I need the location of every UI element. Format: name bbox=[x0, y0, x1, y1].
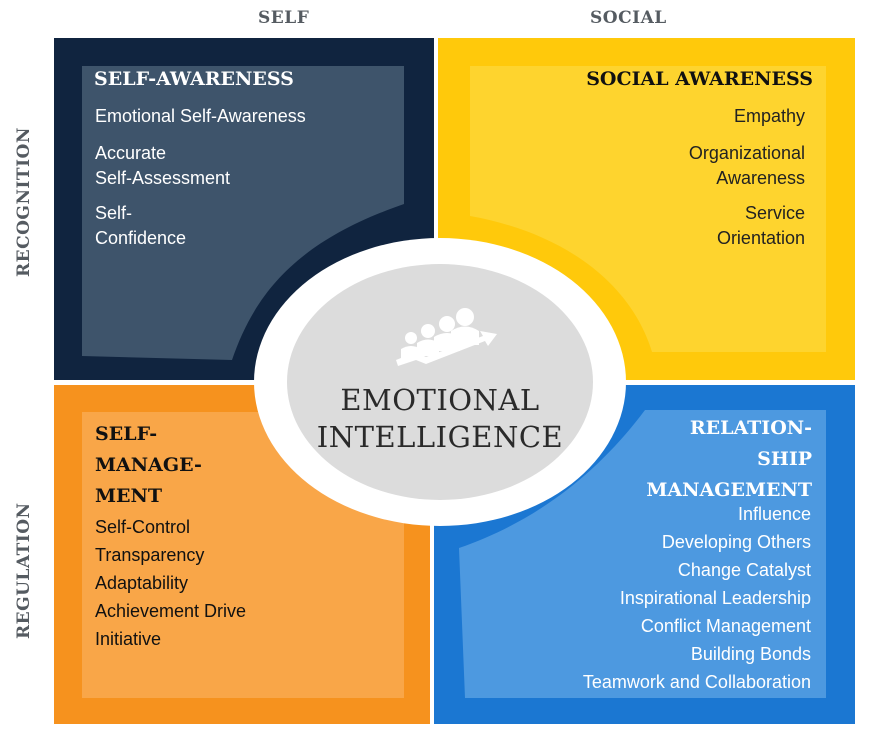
self-awareness-item: Accurate Self-Assessment bbox=[95, 143, 231, 188]
self-awareness-panel bbox=[82, 66, 404, 360]
social-awareness-item: Organizational Awareness bbox=[688, 143, 805, 188]
center-ellipse bbox=[287, 264, 593, 500]
social-awareness-item: Service Orientation bbox=[716, 203, 805, 248]
relationship-management-item: Inspirational Leadership bbox=[619, 588, 811, 608]
team-growth-arrow-icon bbox=[396, 308, 497, 366]
self-management-item: Achievement Drive bbox=[95, 601, 247, 621]
self-awareness-list: Emotional Self-Awareness Accurate Self-A… bbox=[95, 104, 306, 251]
row-header-recognition: RECOGNITION bbox=[14, 127, 34, 277]
relationship-management-item: Conflict Management bbox=[640, 616, 811, 636]
column-header-social: SOCIAL bbox=[590, 8, 667, 28]
center-title-line1: EMOTIONAL bbox=[340, 383, 540, 417]
relationship-management-title: RELATION- SHIP MANAGEMENT bbox=[646, 417, 812, 501]
social-awareness-title: SOCIAL AWARENESS bbox=[586, 68, 813, 90]
column-header-self: SELF bbox=[258, 8, 310, 28]
relationship-management-item: Teamwork and Collaboration bbox=[582, 672, 811, 692]
relationship-management-item: Developing Others bbox=[661, 532, 811, 552]
row-header-regulation: REGULATION bbox=[14, 502, 34, 639]
center-title: EMOTIONAL INTELLIGENCE bbox=[290, 382, 590, 456]
relationship-management-list: Influence Developing Others Change Catal… bbox=[500, 500, 811, 696]
self-management-item: Adaptability bbox=[95, 573, 189, 593]
relationship-management-panel bbox=[459, 410, 826, 698]
social-awareness-item: Empathy bbox=[733, 106, 805, 126]
social-awareness-panel bbox=[470, 66, 826, 352]
self-management-item: Initiative bbox=[95, 629, 162, 649]
self-management-list: Self-Control Transparency Adaptability A… bbox=[95, 513, 246, 653]
self-awareness-item: Emotional Self-Awareness bbox=[95, 106, 306, 126]
self-management-item: Transparency bbox=[95, 545, 205, 565]
center-title-line2: INTELLIGENCE bbox=[316, 420, 564, 454]
self-awareness-title: SELF-AWARENESS bbox=[94, 68, 294, 90]
relationship-management-item: Building Bonds bbox=[690, 644, 811, 664]
self-management-title: SELF- MANAGE- MENT bbox=[95, 423, 202, 507]
relationship-management-item: Change Catalyst bbox=[677, 560, 811, 580]
self-awareness-item: Self- Confidence bbox=[95, 203, 187, 248]
relationship-management-item: Influence bbox=[737, 504, 811, 524]
social-awareness-list: Empathy Organizational Awareness Service… bbox=[560, 104, 805, 251]
self-management-item: Self-Control bbox=[95, 517, 191, 537]
